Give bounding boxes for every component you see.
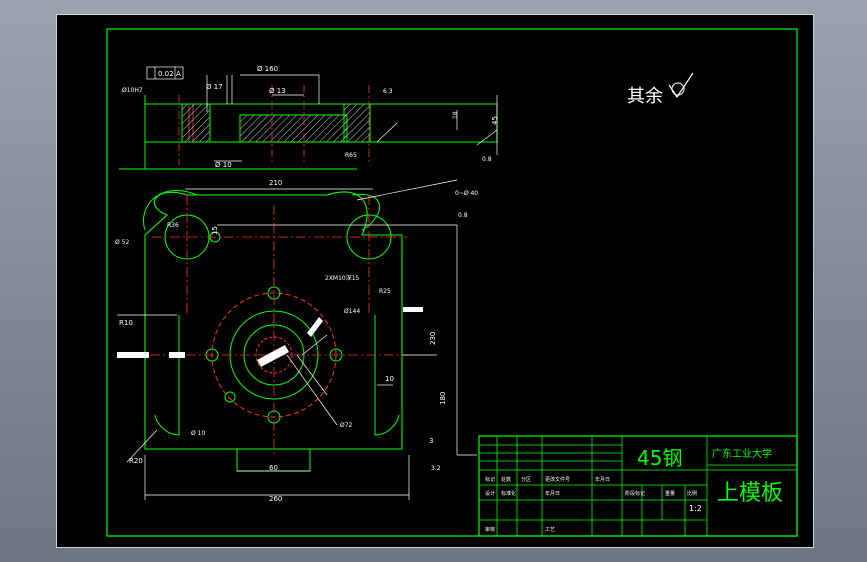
drawing-frame <box>106 28 798 537</box>
svg-text:230: 230 <box>429 332 437 345</box>
svg-text:设计: 设计 <box>485 490 495 497</box>
part-name-label: 上模板 <box>717 481 783 506</box>
svg-text:R65: R65 <box>345 152 357 159</box>
svg-text:其余: 其余 <box>627 86 663 107</box>
svg-text:年月日: 年月日 <box>545 490 560 497</box>
svg-text:处数: 处数 <box>501 476 511 483</box>
svg-text:45: 45 <box>491 116 499 125</box>
svg-text:Ø 160: Ø 160 <box>257 65 278 73</box>
svg-text:60: 60 <box>269 464 278 472</box>
svg-text:0.8: 0.8 <box>458 212 468 219</box>
svg-text:0~Ø 40: 0~Ø 40 <box>455 190 478 197</box>
svg-text:10: 10 <box>385 375 394 383</box>
svg-text:Ø72: Ø72 <box>340 422 353 429</box>
svg-text:Ø10H7: Ø10H7 <box>122 87 143 94</box>
cad-viewport[interactable]: Ø10H7 0.02 A Ø 17 Ø 13 Ø 160 Ø 10 R65 0.… <box>56 14 814 548</box>
svg-text:重量: 重量 <box>665 490 675 497</box>
svg-text:分区: 分区 <box>521 476 531 483</box>
svg-text:Ø 10: Ø 10 <box>191 430 205 437</box>
svg-text:Ø 10: Ø 10 <box>215 161 232 169</box>
svg-text:Ø 17: Ø 17 <box>206 83 223 91</box>
svg-text:工艺: 工艺 <box>545 527 555 533</box>
svg-text:6.3: 6.3 <box>383 88 393 95</box>
svg-text:180: 180 <box>439 392 447 405</box>
svg-text:260: 260 <box>269 495 282 503</box>
svg-text:Ø 52: Ø 52 <box>115 239 129 246</box>
svg-text:210: 210 <box>269 179 282 187</box>
svg-text:更改文件号: 更改文件号 <box>545 476 570 483</box>
svg-text:审核: 审核 <box>485 526 495 533</box>
svg-text:标记: 标记 <box>485 476 495 483</box>
title-block: 45钢 广东工业大学 上模板 1:2 标记 处数 分区 更改文件号 年月日 设计… <box>478 435 798 537</box>
section-view: Ø10H7 0.02 A Ø 17 Ø 13 Ø 160 Ø 10 R65 0.… <box>119 65 499 170</box>
svg-text:0.8: 0.8 <box>482 156 492 163</box>
svg-text:A: A <box>176 70 181 78</box>
flatness-value: 0.02 <box>158 70 174 78</box>
material-label: 45钢 <box>637 446 682 470</box>
svg-text:R20: R20 <box>129 457 143 465</box>
svg-text:比例: 比例 <box>687 490 697 497</box>
plan-view: 210 260 60 230 180 10 15 3 R10 R20 R25 R… <box>115 179 478 503</box>
svg-text:3.2: 3.2 <box>431 465 441 472</box>
svg-text:Ø 13: Ø 13 <box>269 87 286 95</box>
engineering-drawing: Ø10H7 0.02 A Ø 17 Ø 13 Ø 160 Ø 10 R65 0.… <box>106 28 798 537</box>
svg-text:R25: R25 <box>379 288 391 295</box>
svg-text:3: 3 <box>429 437 433 445</box>
svg-text:15: 15 <box>211 226 219 235</box>
svg-text:R36: R36 <box>167 222 179 229</box>
school-label: 广东工业大学 <box>712 447 772 460</box>
svg-text:Ø144: Ø144 <box>344 308 360 315</box>
svg-text:标准化: 标准化 <box>501 490 516 497</box>
surface-finish-note: 其余 <box>627 72 694 107</box>
svg-text:R10: R10 <box>119 319 133 327</box>
svg-text:18: 18 <box>452 111 459 119</box>
svg-text:阶段标记: 阶段标记 <box>625 490 645 497</box>
scale-label: 1:2 <box>689 504 702 513</box>
svg-text:年月日: 年月日 <box>595 476 610 483</box>
svg-text:2XM10深15: 2XM10深15 <box>325 274 360 282</box>
